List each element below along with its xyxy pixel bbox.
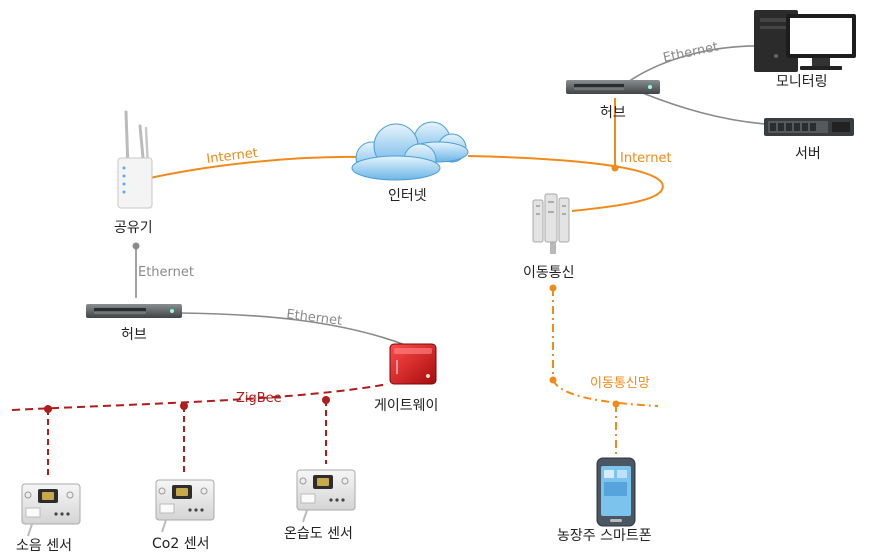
desktop-computer-icon <box>754 10 856 72</box>
connections <box>11 45 766 476</box>
ethernet-label: Ethernet <box>286 307 343 329</box>
server-label: 서버 <box>795 146 821 162</box>
internet-label: Internet <box>206 146 259 167</box>
hub-left-label: 허브 <box>121 327 147 343</box>
gateway-label: 게이트웨이 <box>374 398 438 414</box>
base-station-label: 이동통신 <box>523 265 575 281</box>
sensor-box-icon <box>21 483 81 537</box>
hub-top-label: 허브 <box>600 105 626 121</box>
network-switch-icon <box>86 304 182 318</box>
rack-server-icon <box>764 118 854 136</box>
internet-line-base <box>467 155 664 212</box>
ethernet-line-server <box>639 91 766 125</box>
ethernet-line-monitor <box>627 45 763 83</box>
smartphone-label: 농장주 스마트폰 <box>557 528 652 544</box>
zigbee-label: ZigBee <box>236 391 282 406</box>
gateway-device-icon <box>389 343 437 385</box>
internet-line-router <box>149 155 361 179</box>
sensor-box-icon <box>155 479 215 533</box>
mobile-network-line <box>552 379 659 407</box>
zigbee-bus-line <box>11 383 389 411</box>
router-label: 공유기 <box>114 220 153 236</box>
mobile-network-label: 이동통신망 <box>590 376 650 391</box>
internet-label: Internet <box>620 151 672 166</box>
ethernet-label: Ethernet <box>138 265 194 280</box>
ethernet-line-gateway <box>179 312 409 347</box>
cloud-icon <box>351 121 469 181</box>
network-switch-icon <box>566 80 660 94</box>
temp-humidity-sensor-label: 온습도 센서 <box>284 526 353 542</box>
cell-tower-icon <box>532 193 570 254</box>
sensor-box-icon <box>296 469 356 523</box>
monitoring-label: 모니터링 <box>776 74 828 90</box>
smartphone-icon <box>596 457 636 527</box>
internet-cloud-label: 인터넷 <box>388 188 427 204</box>
wifi-router-icon <box>117 110 153 209</box>
mobile-junction-dot <box>549 284 557 292</box>
co2-sensor-label: Co2 센서 <box>152 536 209 552</box>
link-labels: Ethernet Internet Internet Ethernet Ethe… <box>138 40 720 406</box>
noise-sensor-label: 소음 센서 <box>16 538 72 554</box>
ethernet-label: Ethernet <box>662 40 720 66</box>
ethernet-junction-dot <box>132 242 140 250</box>
